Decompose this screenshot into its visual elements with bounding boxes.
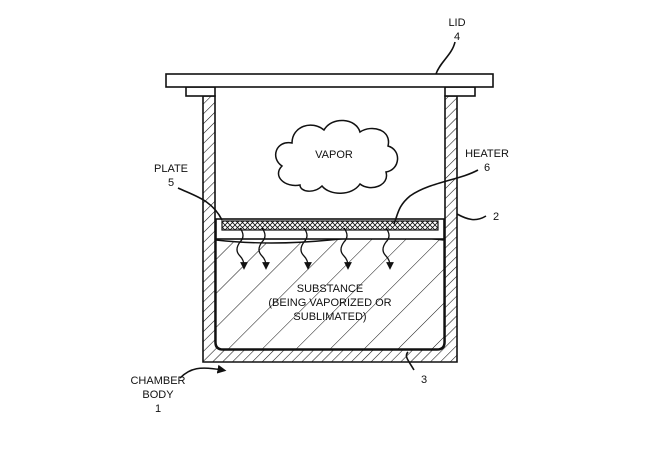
left-flange <box>185 86 216 97</box>
vapor-cloud <box>274 119 399 194</box>
lid-label: LID <box>448 17 465 29</box>
heater-label: HEATER <box>465 148 509 160</box>
heat-arrows <box>236 227 394 270</box>
lid-number: 4 <box>454 31 460 43</box>
substance-line-2: (BEING VAPORIZED OR <box>268 297 391 309</box>
chamber-label-2: BODY <box>142 389 174 401</box>
wall-number: 2 <box>493 211 499 223</box>
chamber-body-wall <box>202 95 458 363</box>
plate-number: 5 <box>168 177 174 189</box>
chamber-number: 1 <box>155 403 161 415</box>
right-flange <box>444 86 476 97</box>
substance-line-1: SUBSTANCE <box>297 283 363 295</box>
heater-number: 6 <box>484 162 490 174</box>
chamber-body-arrow <box>179 364 227 379</box>
bottom-number: 3 <box>421 374 427 386</box>
plate-label: PLATE <box>154 163 188 175</box>
lid <box>165 73 494 88</box>
vapor-label: VAPOR <box>315 149 353 161</box>
chamber-label-1: CHAMBER <box>130 375 185 387</box>
leader-lines <box>177 41 487 371</box>
substance-line-3: SUBLIMATED) <box>293 311 366 323</box>
heater <box>221 220 439 231</box>
